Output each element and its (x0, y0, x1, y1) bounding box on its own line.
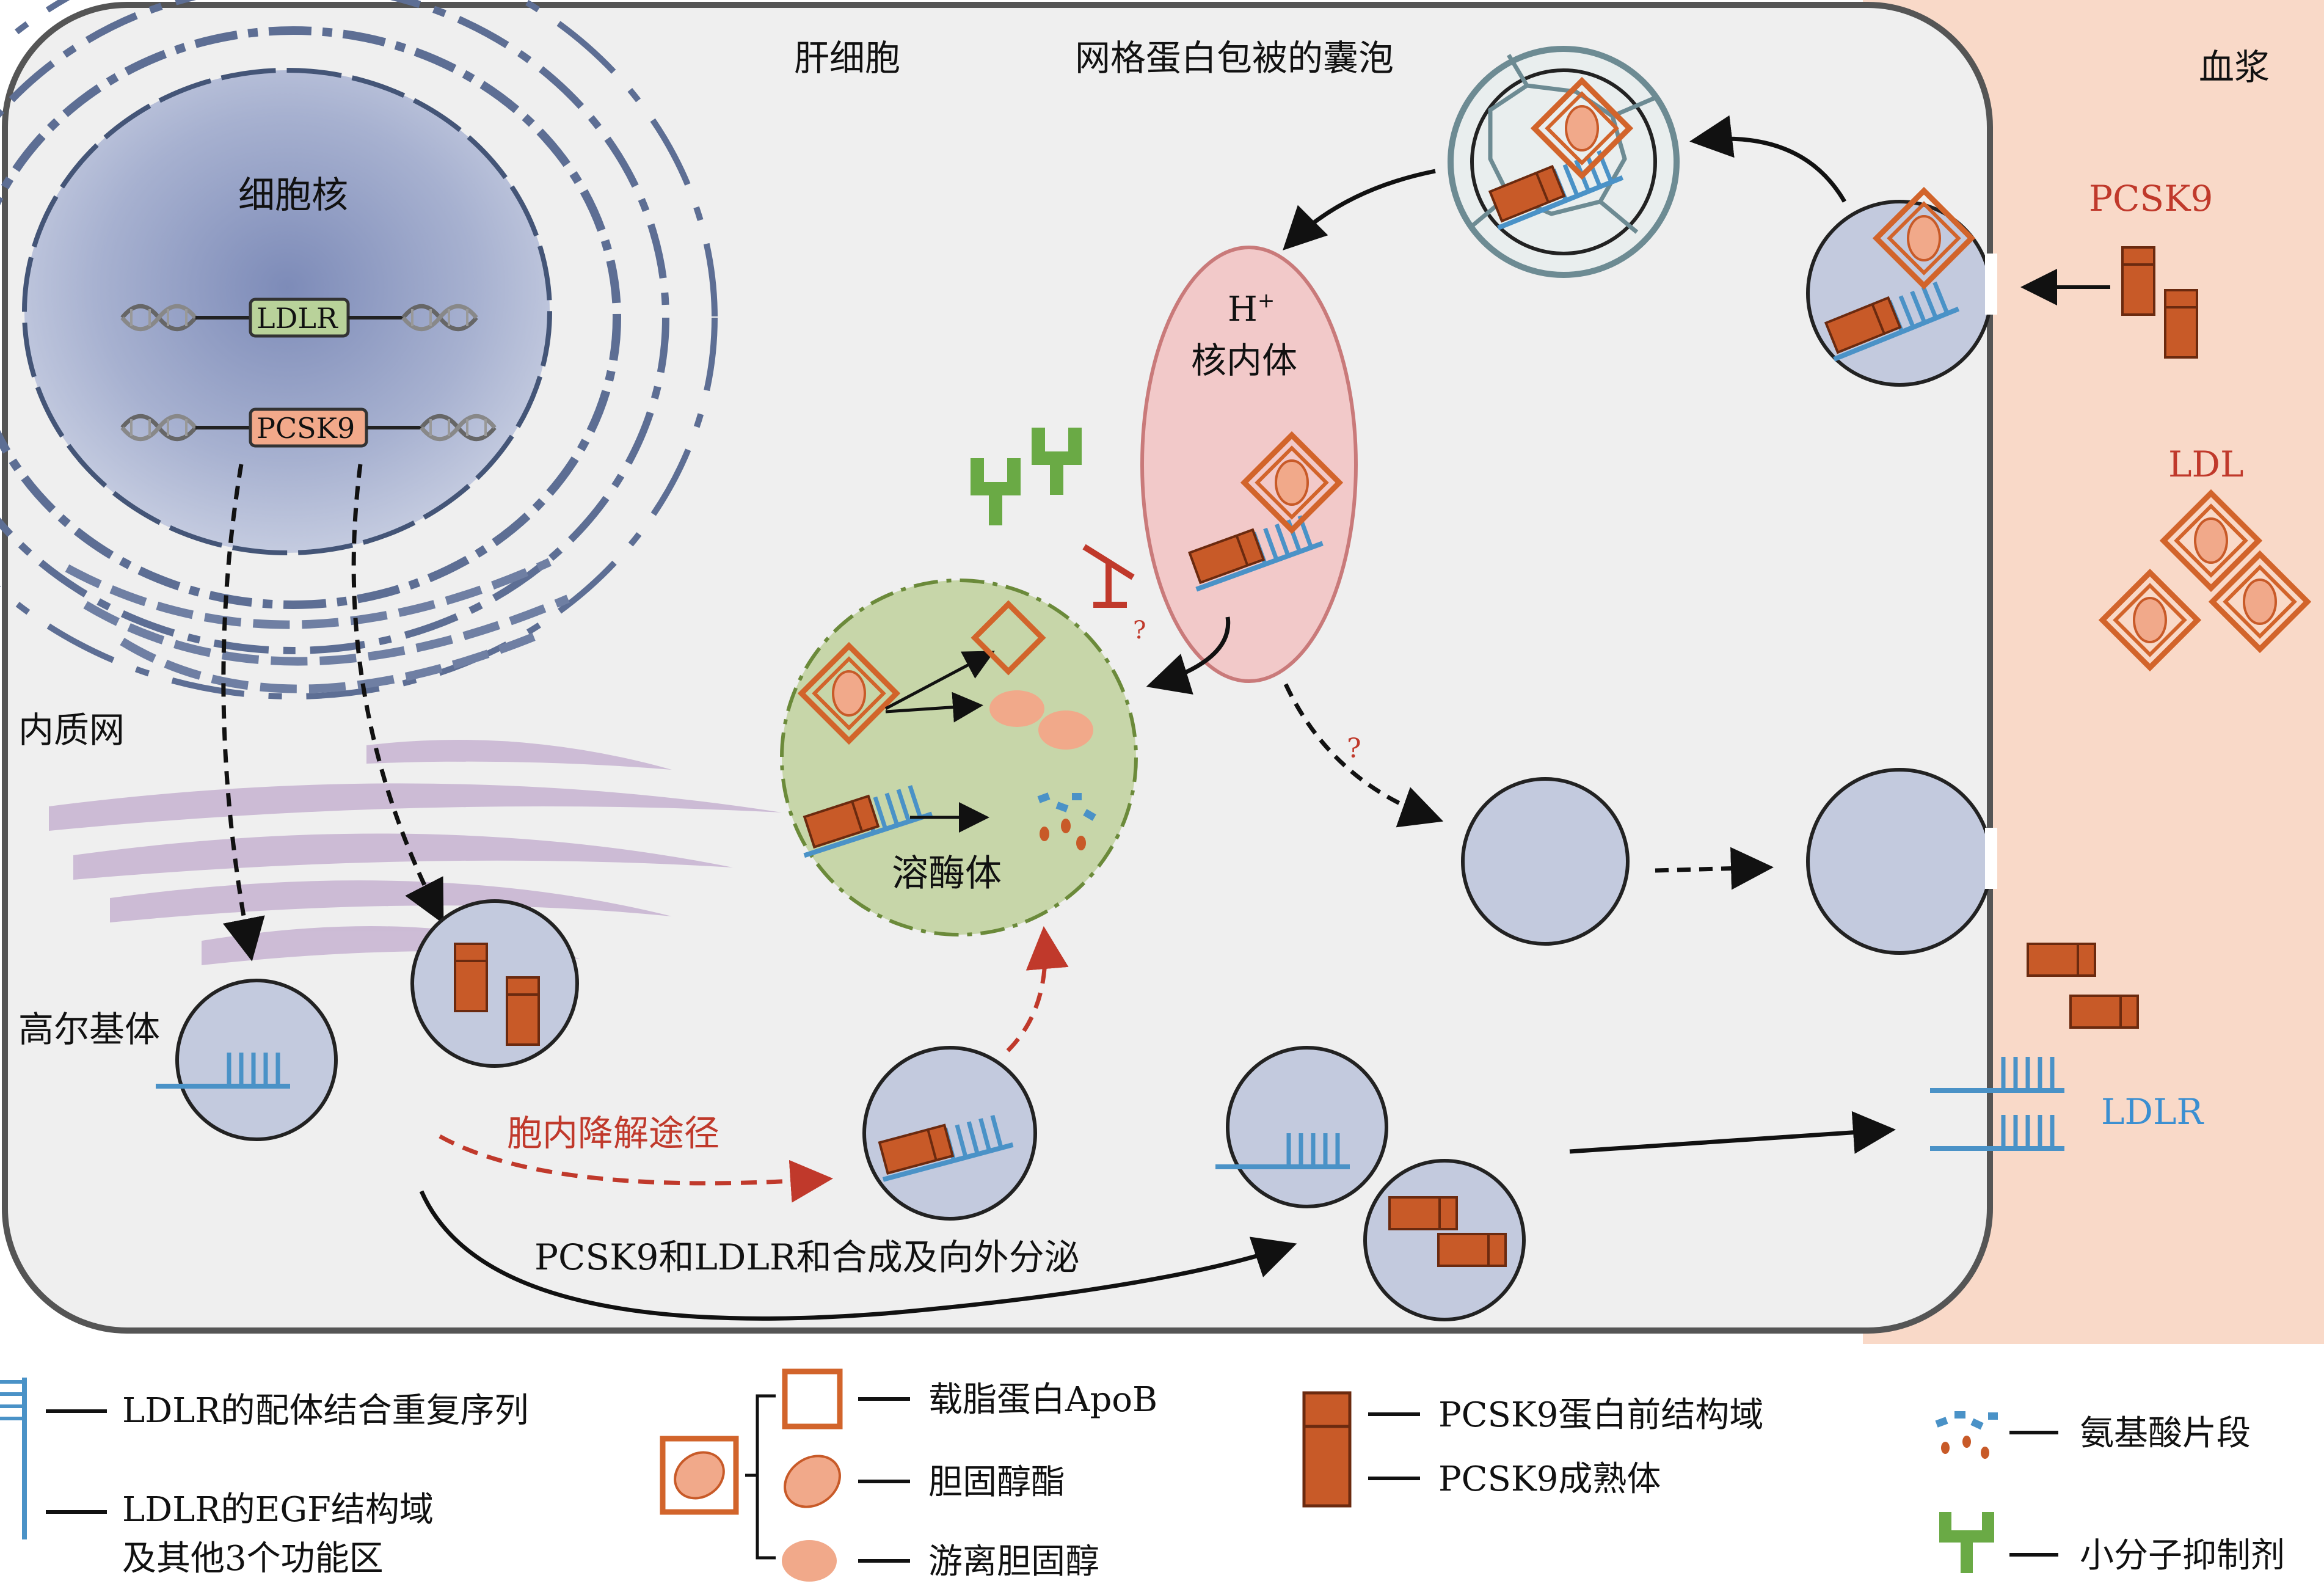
membrane-endocytosis-vesicle (1806, 191, 1997, 387)
membrane-recycling-vesicle (1806, 768, 1997, 955)
plasma-pcsk9-top-1 (2121, 246, 2155, 316)
ldlr-gene-label: LDLR (257, 302, 338, 335)
recycling-to-membrane-arrow (1655, 847, 1774, 890)
golgi-vesicle-pcsk9 (410, 899, 579, 1068)
plasma-pcsk9-top-2 (2164, 289, 2198, 359)
er-lower-arcs (65, 558, 570, 693)
endoplasmic-reticulum (0, 0, 718, 699)
svg-text:游离胆固醇: 游离胆固醇 (928, 1542, 1099, 1582)
svg-text:PCSK9成熟体: PCSK9成熟体 (1438, 1459, 1661, 1499)
question-mark-2: ? (1347, 733, 1361, 764)
svg-text:载脂蛋白ApoB: 载脂蛋白ApoB (928, 1380, 1157, 1420)
legend-ldl-components (660, 1394, 776, 1560)
recycling-vesicle (1461, 777, 1630, 946)
golgi-label: 高尔基体 (18, 1009, 160, 1050)
plasma-ldl-label: LDL (2168, 444, 2244, 485)
legend: LDLR的配体结合重复序列 LDLR的EGF结构域 及其他3个功能区 载脂蛋白A… (0, 1368, 2285, 1582)
svg-text:小分子抑制剂: 小分子抑制剂 (2080, 1536, 2285, 1576)
degradation-vesicle (862, 1046, 1037, 1221)
plasma-label: 血浆 (2199, 46, 2270, 88)
plasma-pcsk9-2 (2069, 995, 2139, 1029)
to-endosome-arrow (1283, 169, 1436, 250)
legend-ldlr-egf: LDLR的EGF结构域 及其他3个功能区 (46, 1490, 434, 1579)
pcsk9-gene (122, 407, 495, 448)
legend-apob: 载脂蛋白ApoB (782, 1368, 1157, 1430)
legend-amino-acid-fragments: 氨基酸片段 (1935, 1411, 2251, 1459)
legend-pcsk9 (1302, 1391, 1352, 1508)
secretion-arrow (419, 1190, 1297, 1321)
endosome-label: 核内体 (1191, 340, 1297, 381)
plasma-ldlr-label: LDLR (2101, 1091, 2205, 1133)
pcsk9-synthesis-arrow (351, 464, 444, 924)
secretory-vesicle-ldlr (1215, 1046, 1388, 1208)
exocytosis-arrow (1569, 1111, 1896, 1154)
endosome-h-label: H+ (1228, 288, 1275, 329)
legend-free-cholesterol: 游离胆固醇 (782, 1540, 1099, 1582)
endosome-to-lysosome-arrow (1146, 616, 1231, 695)
legend-ldlr-ligand-repeat: LDLR的配体结合重复序列 (0, 1378, 528, 1539)
svg-text:及其他3个功能区: 及其他3个功能区 (122, 1539, 384, 1579)
degradation-to-lysosome-arrow (1006, 926, 1069, 1053)
lysosome (780, 579, 1138, 937)
inhibition-mark (1082, 544, 1135, 608)
plasma-pcsk9-1 (2027, 943, 2096, 977)
pcsk9-gene-label: PCSK9 (257, 412, 355, 445)
degradation-pathway-label: 胞内降解途径 (507, 1112, 719, 1154)
clathrin-coated-vesicle (1448, 46, 1680, 278)
legend-small-molecule-inhibitor: 小分子抑制剂 (1939, 1512, 2285, 1576)
clathrin-vesicle-label: 网格蛋白包被的囊泡 (1075, 37, 1394, 79)
internalization-arrow (1689, 115, 1847, 203)
legend-pcsk9-mature: PCSK9成熟体 (1368, 1459, 1661, 1499)
ldlr-synthesis-arrow (221, 464, 265, 962)
svg-text:氨基酸片段: 氨基酸片段 (2080, 1414, 2251, 1453)
question-mark-1: ? (1133, 616, 1146, 644)
plasma-pcsk9-label: PCSK9 (2089, 178, 2213, 219)
legend-cholesteryl-ester: 胆固醇酯 (784, 1455, 1065, 1508)
er-label: 内质网 (18, 709, 125, 751)
lysosome-label: 溶酶体 (892, 852, 1002, 895)
ldlr-gene (122, 298, 476, 338)
svg-text:LDLR的配体结合重复序列: LDLR的配体结合重复序列 (122, 1391, 528, 1431)
svg-text:LDLR的EGF结构域: LDLR的EGF结构域 (122, 1490, 434, 1530)
golgi-apparatus (49, 740, 782, 965)
svg-text:PCSK9蛋白前结构域: PCSK9蛋白前结构域 (1438, 1395, 1763, 1435)
secretion-pathway-label: PCSK9和LDLR和合成及向外分泌 (534, 1236, 1080, 1278)
degradation-arrow (439, 1134, 833, 1203)
recycling-arrow (1283, 683, 1444, 828)
hepatocyte-label: 肝细胞 (794, 37, 900, 79)
golgi-vesicle-ldlr (156, 979, 338, 1141)
nucleus-label: 细胞核 (238, 174, 348, 217)
endosome (1140, 246, 1358, 683)
legend-pcsk9-prodomain: PCSK9蛋白前结构域 (1368, 1395, 1763, 1435)
secretory-vesicle-pcsk9 (1363, 1159, 1526, 1321)
svg-text:胆固醇酯: 胆固醇酯 (928, 1462, 1065, 1502)
inhibitor-icons (971, 428, 1082, 525)
